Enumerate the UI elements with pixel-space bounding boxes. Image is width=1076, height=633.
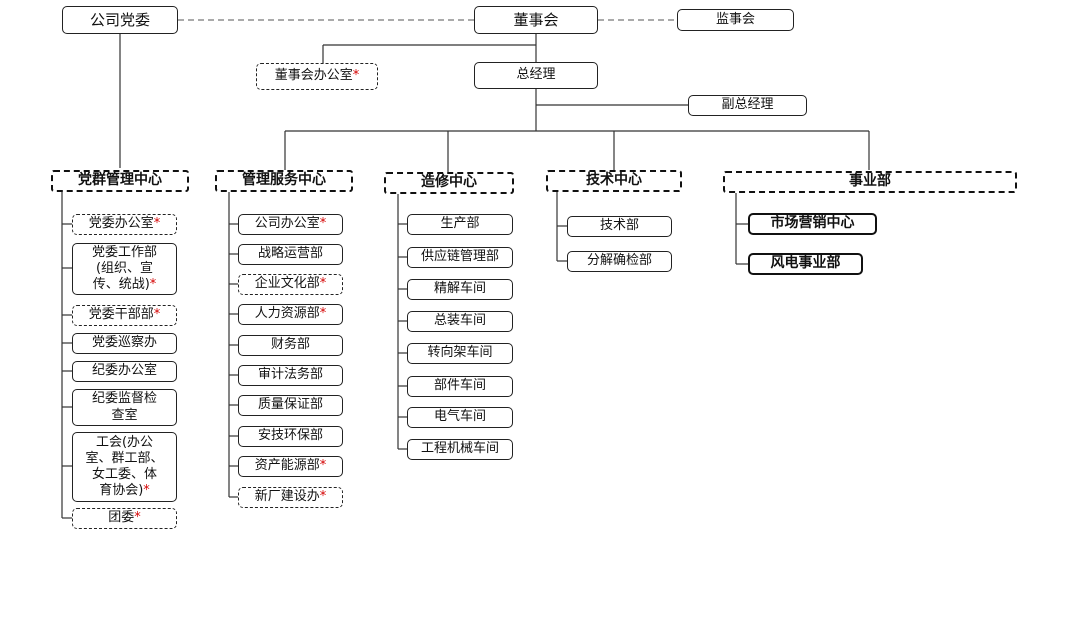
repair-item: 总装车间 (407, 311, 513, 332)
tech-center-title: 技术中心 (586, 172, 642, 189)
board-label: 董事会 (513, 10, 559, 29)
repair-item: 部件车间 (407, 376, 513, 397)
business-item-label: 风电事业部 (770, 255, 841, 272)
star-mark: * (134, 510, 141, 526)
repair-item: 精解车间 (407, 279, 513, 300)
board-box: 董事会 (474, 6, 598, 34)
supervisors-label: 监事会 (715, 11, 755, 27)
mgmt-service-center-title: 管理服务中心 (242, 172, 326, 189)
mgmt-service-item-label: 财务部 (270, 337, 310, 353)
star-mark: * (319, 216, 327, 232)
repair-center-header: 造修中心 (384, 172, 514, 194)
party-committee-label: 公司党委 (89, 10, 150, 29)
mgmt-service-item-label: 审计法务部 (257, 367, 323, 383)
board-office-box: 董事会办公室* (256, 63, 378, 90)
mgmt-service-item-label: 企业文化部 (254, 276, 320, 292)
mgmt-service-item-label: 公司办公室 (254, 216, 320, 232)
gm-box: 总经理 (474, 62, 598, 89)
party-committee-box: 公司党委 (62, 6, 178, 34)
mgmt-service-item-label: 战略运营部 (257, 246, 323, 262)
party-mass-center-header: 党群管理中心 (51, 170, 189, 192)
repair-item: 转向架车间 (407, 343, 513, 364)
mgmt-service-item: 新厂建设办* (238, 487, 343, 508)
star-mark: * (319, 458, 327, 474)
business-item: 风电事业部 (748, 253, 863, 275)
party-mass-item-label: 团委 (108, 510, 135, 526)
party-mass-item-label: 党委干部部 (88, 307, 154, 323)
star-mark: * (319, 306, 327, 322)
mgmt-service-item: 公司办公室* (238, 214, 343, 235)
tech-item-label: 技术部 (599, 218, 639, 234)
business-item: 市场营销中心 (748, 213, 877, 235)
party-mass-item-label: 党委工作部 (组织、宣 传、统战) (91, 244, 157, 293)
star-mark: * (143, 483, 150, 499)
repair-item-label: 生产部 (440, 216, 480, 232)
repair-item-label: 精解车间 (433, 281, 486, 297)
mgmt-service-item: 质量保证部 (238, 395, 343, 416)
business-division-title: 事业部 (849, 173, 891, 190)
star-mark: * (149, 277, 157, 293)
party-mass-item: 党委干部部* (72, 305, 177, 326)
party-mass-item-label: 党委巡察办 (91, 335, 157, 351)
party-mass-item: 纪委办公室 (72, 361, 177, 382)
tech-center-header: 技术中心 (546, 170, 682, 192)
repair-item: 生产部 (407, 214, 513, 235)
party-mass-item: 党委巡察办 (72, 333, 177, 354)
repair-item: 电气车间 (407, 407, 513, 428)
mgmt-service-item: 企业文化部* (238, 274, 343, 295)
mgmt-service-item: 审计法务部 (238, 365, 343, 386)
party-mass-item-label: 工会(办公 室、群工部、 女工委、体 育协会) (85, 434, 164, 499)
party-mass-center-title: 党群管理中心 (78, 172, 162, 189)
mgmt-service-item: 财务部 (238, 335, 343, 356)
deputy-gm-box: 副总经理 (688, 95, 807, 116)
mgmt-service-item-label: 新厂建设办 (254, 489, 320, 505)
mgmt-service-item: 安技环保部 (238, 426, 343, 447)
repair-item: 供应链管理部 (407, 247, 513, 268)
mgmt-service-item: 人力资源部* (238, 304, 343, 325)
tech-item: 技术部 (567, 216, 672, 237)
party-mass-item: 党委工作部 (组织、宣 传、统战)* (72, 243, 177, 295)
party-mass-item: 党委办公室* (72, 214, 177, 235)
mgmt-service-item: 战略运营部 (238, 244, 343, 265)
mgmt-service-item: 资产能源部* (238, 456, 343, 477)
repair-item-label: 工程机械车间 (420, 441, 499, 457)
star-mark: * (153, 216, 161, 232)
mgmt-service-item-label: 质量保证部 (257, 397, 323, 413)
star-mark: * (319, 489, 327, 505)
party-mass-item-label: 纪委办公室 (91, 363, 157, 379)
party-mass-item: 工会(办公 室、群工部、 女工委、体 育协会)* (72, 432, 177, 502)
mgmt-service-item-label: 安技环保部 (257, 428, 323, 444)
repair-item-label: 转向架车间 (427, 345, 493, 361)
tech-item: 分解确检部 (567, 251, 672, 272)
supervisors-box: 监事会 (677, 9, 794, 31)
party-mass-item: 团委* (72, 508, 177, 529)
deputy-gm-label: 副总经理 (721, 97, 774, 113)
repair-center-title: 造修中心 (421, 174, 477, 191)
party-mass-item-label: 纪委监督检 查室 (91, 391, 157, 423)
star-mark: * (319, 276, 327, 292)
mgmt-service-item-label: 人力资源部 (254, 306, 320, 322)
star-mark: * (352, 68, 360, 84)
repair-item-label: 供应链管理部 (420, 249, 499, 265)
tech-item-label: 分解确检部 (586, 253, 652, 269)
repair-item-label: 总装车间 (433, 313, 486, 329)
party-mass-item: 纪委监督检 查室 (72, 389, 177, 426)
repair-item-label: 部件车间 (433, 378, 486, 394)
mgmt-service-center-header: 管理服务中心 (215, 170, 353, 192)
mgmt-service-item-label: 资产能源部 (254, 458, 320, 474)
repair-item: 工程机械车间 (407, 439, 513, 460)
star-mark: * (153, 307, 161, 323)
gm-label: 总经理 (516, 67, 556, 83)
repair-item-label: 电气车间 (433, 409, 486, 425)
board-office-label: 董事会办公室 (274, 68, 353, 84)
party-mass-item-label: 党委办公室 (88, 216, 154, 232)
business-division-header: 事业部 (723, 171, 1017, 193)
business-item-label: 市场营销中心 (770, 215, 855, 232)
